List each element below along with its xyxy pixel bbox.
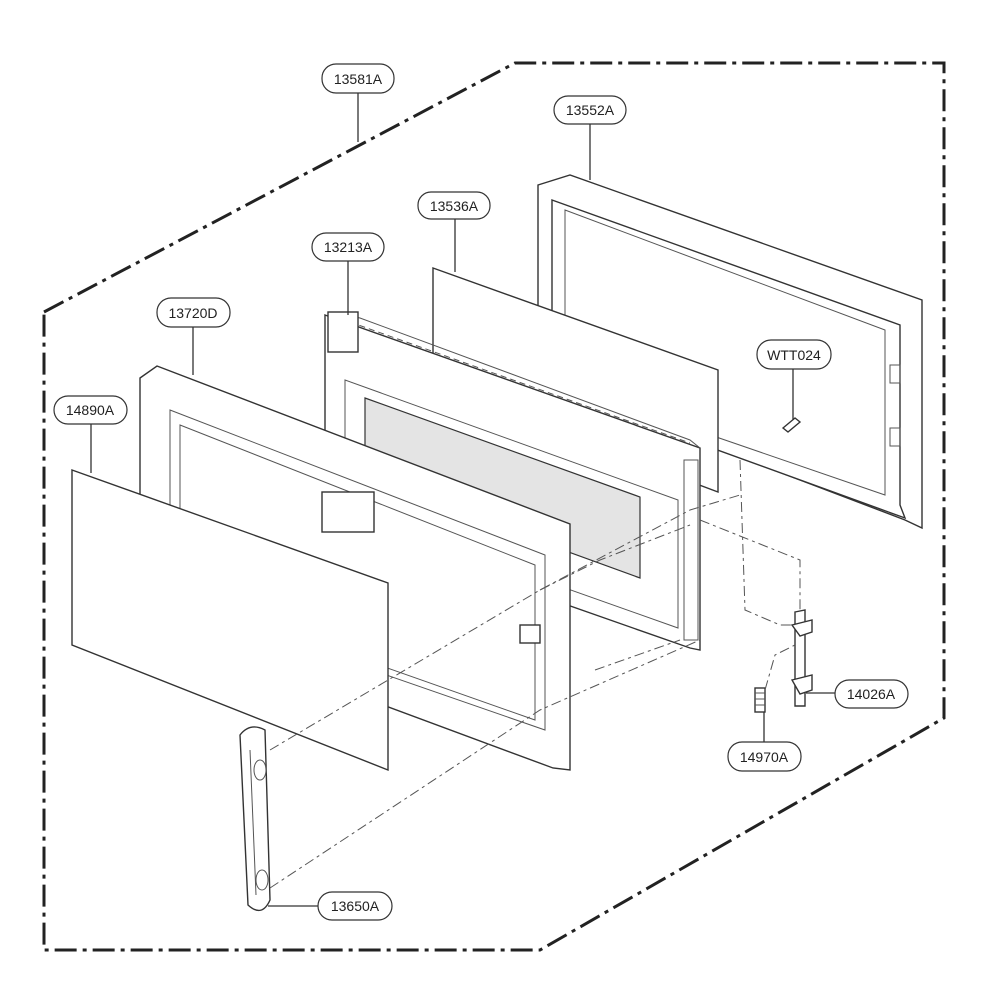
svg-text:14890A: 14890A	[66, 402, 115, 418]
svg-text:13552A: 13552A	[566, 102, 615, 118]
callout-14970A: 14970A	[727, 741, 802, 772]
callout-13552A: 13552A	[553, 95, 627, 125]
svg-text:13536A: 13536A	[430, 198, 479, 214]
callout-13213A: 13213A	[311, 232, 385, 262]
part-screw	[781, 417, 802, 433]
callout-13536A: 13536A	[417, 191, 491, 220]
callout-14026A: 14026A	[834, 679, 909, 709]
leader-lines	[90, 93, 835, 907]
part-spring	[754, 687, 766, 713]
svg-text:13650A: 13650A	[331, 898, 380, 914]
svg-text:13581A: 13581A	[334, 71, 383, 87]
callout-WTT024: WTT024	[756, 339, 832, 370]
part-latch-hook	[790, 609, 813, 707]
svg-text:14970A: 14970A	[740, 749, 789, 765]
svg-text:13720D: 13720D	[168, 305, 217, 321]
svg-text:14026A: 14026A	[847, 686, 896, 702]
callout-13720D: 13720D	[156, 297, 231, 328]
part-door-handle	[239, 726, 271, 912]
svg-text:WTT024: WTT024	[767, 347, 821, 363]
assembly-guide-lines	[269, 459, 801, 889]
callout-13650A: 13650A	[317, 891, 393, 921]
callout-14890A: 14890A	[53, 395, 128, 425]
part-outer-glass-panel	[71, 469, 389, 772]
assembly-boundary	[42, 61, 946, 952]
part-inner-door	[324, 311, 701, 651]
callout-13581A: 13581A	[321, 63, 395, 94]
svg-text:13213A: 13213A	[324, 239, 373, 255]
